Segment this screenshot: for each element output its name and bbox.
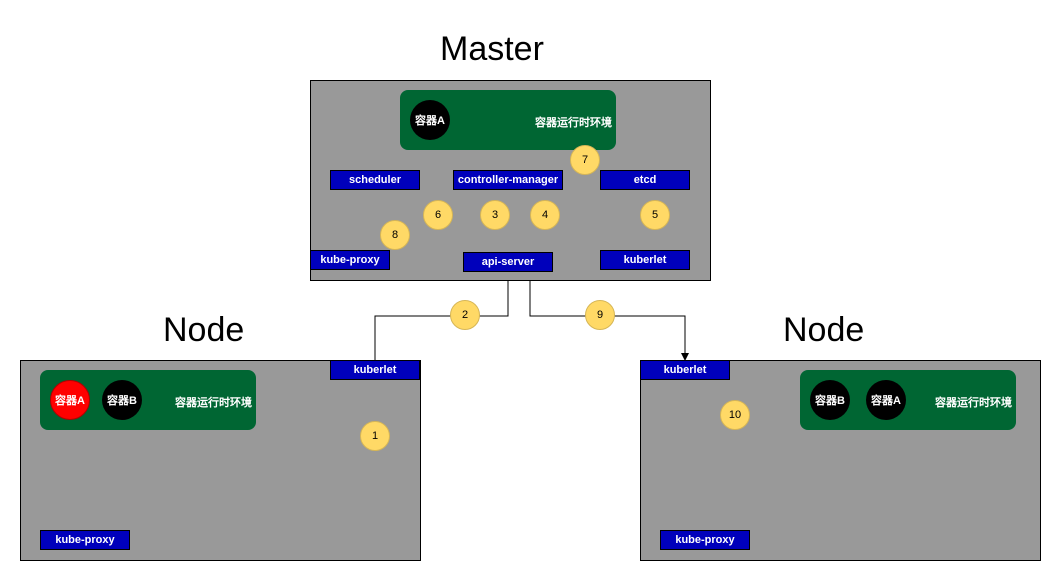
arrow-step-2	[374, 271, 512, 360]
node-left-container-b: 容器B	[102, 380, 142, 420]
step-marker-8: 8	[380, 220, 410, 250]
controller-manager-box: controller-manager	[453, 170, 563, 190]
step-marker-3: 3	[480, 200, 510, 230]
node-left-kuberlet-box: kuberlet	[330, 360, 420, 380]
master-title: Master	[440, 30, 544, 68]
node-right-kube-proxy-box: kube-proxy	[660, 530, 750, 550]
step-marker-5: 5	[640, 200, 670, 230]
node-right-container-a: 容器A	[866, 380, 906, 420]
step-marker-7: 7	[570, 145, 600, 175]
step-marker-1: 1	[360, 421, 390, 451]
node-left-kube-proxy-box: kube-proxy	[40, 530, 130, 550]
master-runtime-label: 容器运行时环境	[535, 117, 612, 129]
step-marker-4: 4	[530, 200, 560, 230]
step-marker-2: 2	[450, 300, 480, 330]
node-right-runtime-label: 容器运行时环境	[935, 397, 1012, 409]
step-marker-6: 6	[423, 200, 453, 230]
node-left-title: Node	[163, 311, 245, 349]
master-kube-proxy-box: kube-proxy	[310, 250, 390, 270]
etcd-box: etcd	[600, 170, 690, 190]
master-container-a: 容器A	[410, 100, 450, 140]
api-server-box: api-server	[463, 252, 553, 272]
scheduler-box: scheduler	[330, 170, 420, 190]
node-right-kuberlet-box: kuberlet	[640, 360, 730, 380]
node-left-container-a: 容器A	[50, 380, 90, 420]
node-right-title: Node	[783, 311, 865, 349]
master-kuberlet-box: kuberlet	[600, 250, 690, 270]
node-left-runtime-label: 容器运行时环境	[175, 397, 252, 409]
step-marker-10: 10	[720, 400, 750, 430]
step-marker-9: 9	[585, 300, 615, 330]
node-right-container-b: 容器B	[810, 380, 850, 420]
